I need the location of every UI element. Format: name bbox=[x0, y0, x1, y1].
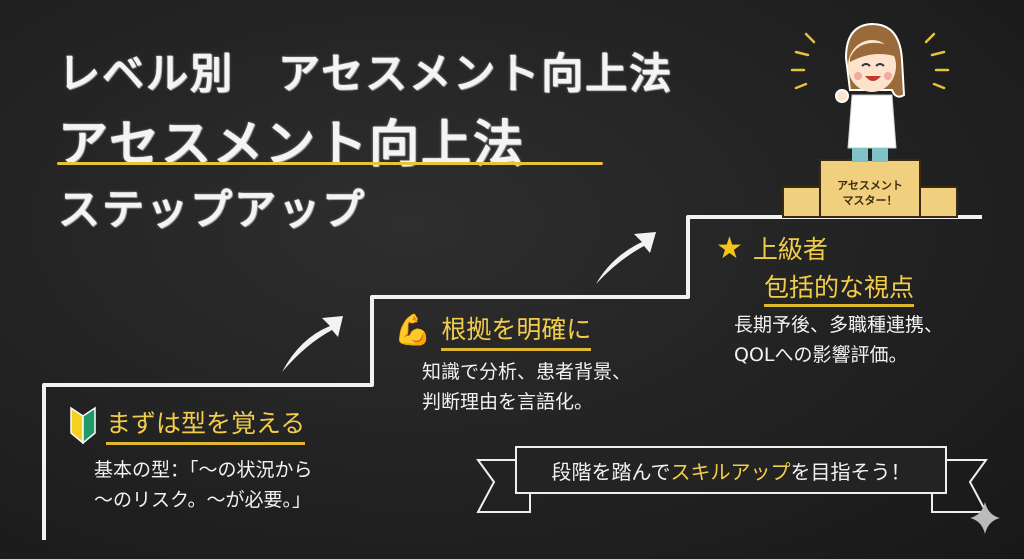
level-name: 上級者 bbox=[752, 235, 828, 264]
title-line-1: レベル別 アセスメント向上法 bbox=[58, 49, 674, 98]
banner-highlight: スキルアップ bbox=[670, 459, 791, 484]
beginner-mark-icon bbox=[70, 406, 96, 444]
title-line-2: アセスメント向上法 bbox=[58, 115, 525, 173]
podium-label: アセスメント マスター！ bbox=[820, 178, 920, 208]
podium-label-line: アセスメント bbox=[837, 179, 903, 192]
level-heading: 包括的な視点 bbox=[764, 273, 915, 307]
arrow-icon bbox=[282, 232, 656, 372]
podium bbox=[782, 159, 958, 218]
level-text: 知識で分析、患者背景、 bbox=[422, 361, 632, 383]
level-beginner: まずは型を覚える 基本の型：「〜の状況から 〜のリスク。〜が必要。」 bbox=[70, 404, 313, 515]
banner-text: を目指そう！ bbox=[790, 459, 911, 484]
level-text: 〜のリスク。〜が必要。」 bbox=[94, 489, 311, 511]
flexed-arm-icon: 💪 bbox=[394, 313, 432, 348]
level-text: QOLへの影響評価。 bbox=[734, 344, 908, 366]
podium-label-line: マスター！ bbox=[842, 194, 898, 207]
level-text: 長期予後、多職種連携、 bbox=[734, 314, 944, 336]
doctor-character-icon bbox=[835, 22, 906, 162]
motivation-banner: 段階を踏んでスキルアップを目指そう！ bbox=[515, 446, 947, 494]
level-text: 基本の型：「〜の状況から bbox=[94, 459, 313, 481]
level-intermediate: 💪 根拠を明確に 知識で分析、患者背景、 判断理由を言語化。 bbox=[394, 310, 631, 417]
star-icon: ★ bbox=[716, 230, 743, 266]
banner-text: 段階を踏んで bbox=[551, 459, 671, 484]
gemini-sparkle-icon bbox=[970, 502, 1000, 534]
title-underline bbox=[57, 162, 603, 165]
level-advanced: ★ 上級者 包括的な視点 長期予後、多職種連携、 QOLへの影響評価。 bbox=[716, 230, 943, 370]
level-heading: まずは型を覚える bbox=[106, 404, 306, 445]
sparkle-lines-icon bbox=[790, 32, 950, 90]
staircase-line bbox=[42, 215, 982, 540]
level-text: 判断理由を言語化。 bbox=[422, 391, 594, 413]
level-heading: 根拠を明確に bbox=[441, 310, 592, 351]
ribbon-tails bbox=[476, 459, 988, 513]
title-line-3: ステップアップ bbox=[58, 185, 367, 234]
